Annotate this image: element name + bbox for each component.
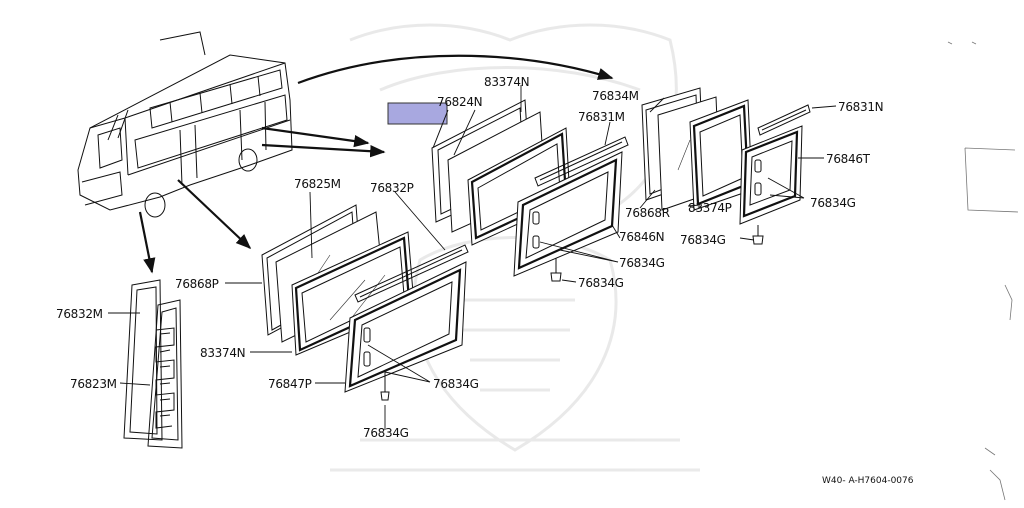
edge-marks (947, 41, 1019, 501)
label-76868R: 76868R (625, 206, 670, 220)
leader-lines (108, 85, 837, 430)
label-76832P: 76832P (370, 181, 414, 195)
label-76834G-f: 76834G (810, 196, 856, 210)
label-76831N: 76831N (838, 100, 883, 114)
label-76824N: 76824N (437, 95, 482, 109)
part-labels: 76832M 76823M 76868P 76825M 83374N 76847… (56, 75, 914, 486)
front-quarter-glass (123, 279, 163, 441)
label-76834G-b: 76834G (363, 426, 409, 440)
label-76834G-a: 76834G (433, 377, 479, 391)
front-quarter-heater-panel (147, 299, 183, 449)
diagram-code: W40- A-H7604-0076 (822, 476, 914, 486)
middle-window-assembly (261, 204, 469, 401)
label-76834G-c: 76834G (619, 256, 665, 270)
right-window-assembly (641, 87, 811, 245)
center-window-assembly (387, 99, 629, 282)
label-76846N: 76846N (619, 230, 664, 244)
label-83374N-a: 83374N (200, 346, 245, 360)
label-76832M: 76832M (56, 307, 103, 321)
label-76834M: 76834M (592, 89, 639, 103)
label-76831M: 76831M (578, 110, 625, 124)
label-76834G-d: 76834G (578, 276, 624, 290)
label-76825M: 76825M (294, 177, 341, 191)
label-76846T: 76846T (826, 152, 871, 166)
label-76823M: 76823M (70, 377, 117, 391)
label-76834G-e: 76834G (680, 233, 726, 247)
label-76847P: 76847P (268, 377, 312, 391)
label-76868P: 76868P (175, 277, 219, 291)
label-83374P: 83374P (688, 201, 732, 215)
bus-illustration (77, 31, 293, 218)
callout-arrows (138, 54, 614, 274)
label-83374N-b: 83374N (484, 75, 529, 89)
